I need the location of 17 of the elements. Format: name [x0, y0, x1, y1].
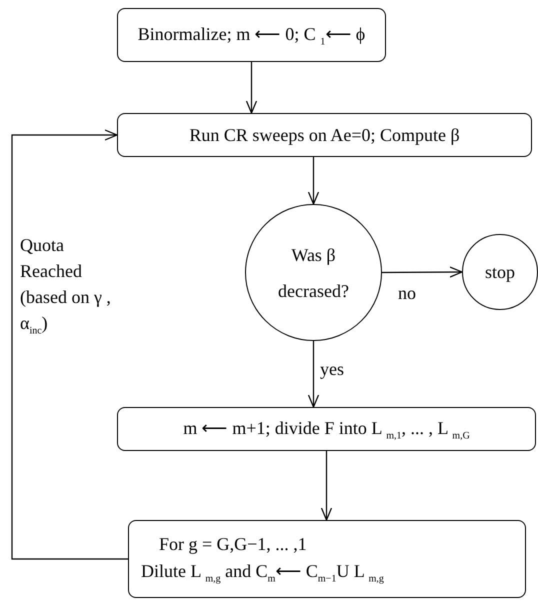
process-box	[117, 407, 536, 451]
node-text: Dilute L $_{m,g}$ and C$_{m}$⟵ C$_{m−1}$U L $_{m,g}$	[141, 560, 384, 587]
arrow	[11, 129, 128, 560]
node-text: m ⟵ m+1; divide F into L $_{m,1}$, ... , L $_{m,G}$	[183, 416, 470, 444]
process-box	[117, 8, 386, 62]
arrow	[308, 341, 320, 408]
node-text: Run CR sweeps on Ae=0; Compute β	[189, 124, 460, 147]
node-text: stop	[484, 260, 515, 284]
node-text: Was β decrased?	[277, 244, 350, 302]
node-text: For g = G,G−1, ... ,1	[159, 533, 307, 556]
node-text: Binormalize; m ⟵ 0; C $_{1}$⟵ ϕ	[138, 22, 366, 50]
arrow	[320, 451, 332, 521]
process-box	[117, 113, 532, 157]
arrow	[246, 62, 258, 114]
process-box	[128, 520, 526, 598]
arrow	[308, 157, 320, 205]
arrow	[382, 266, 463, 278]
